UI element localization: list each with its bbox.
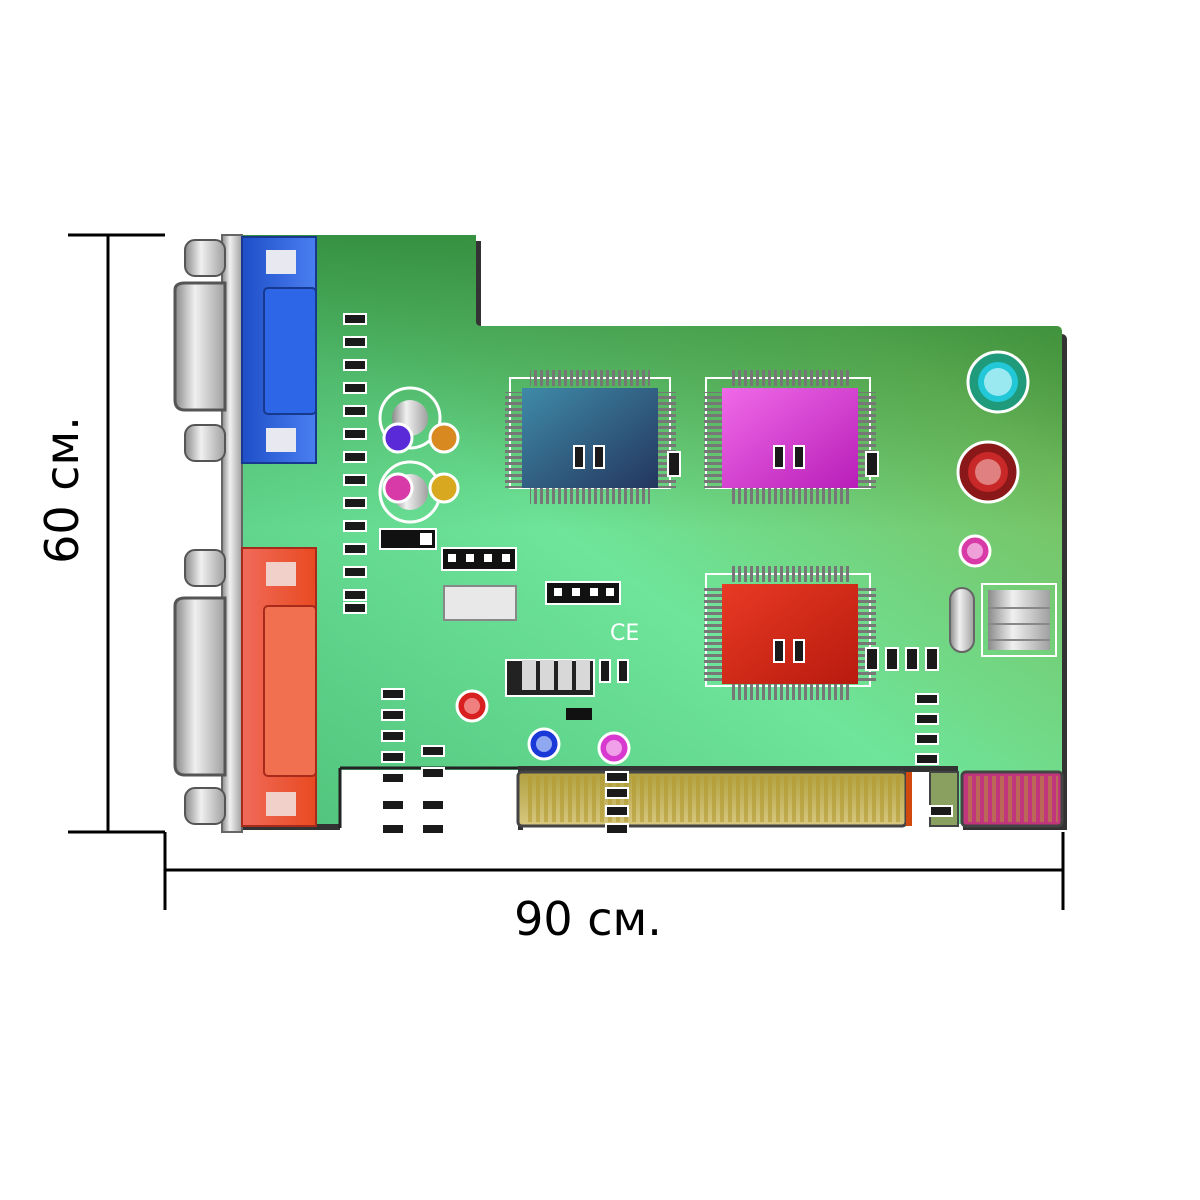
capacitor-group (378, 386, 460, 524)
height-label: 60 см. (35, 416, 89, 564)
width-dimension: 90 см. (163, 832, 1065, 946)
edge-connector (516, 770, 1064, 828)
small-ic-array (505, 659, 629, 720)
chip-blue (505, 370, 681, 504)
lower-components (455, 689, 631, 765)
width-label: 90 см. (514, 892, 662, 946)
vga-connector-top (173, 236, 317, 464)
ce-marking: CE (610, 621, 639, 646)
chip-red (704, 566, 939, 700)
header-jumpers (379, 528, 621, 621)
height-dimension: 60 см. (35, 233, 165, 834)
chip-magenta (704, 370, 879, 504)
mounting-bracket (221, 234, 243, 833)
resistor-column (343, 313, 367, 614)
vga-connector-bottom (173, 547, 317, 827)
resistor-clusters (381, 688, 953, 835)
right-components (949, 350, 1057, 657)
